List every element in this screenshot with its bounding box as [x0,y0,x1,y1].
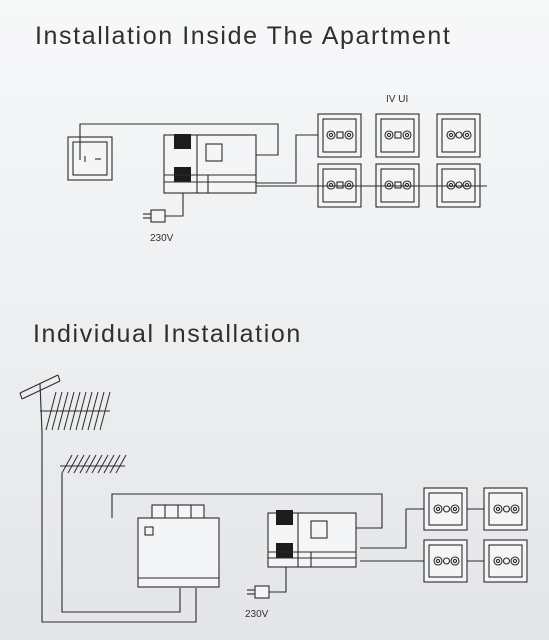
tv-socket-icon [483,487,528,531]
outlet-wire [79,123,279,160]
power-plug-icon [143,209,166,223]
socket-feed-wire [256,134,318,184]
tv-socket-icon [423,539,468,583]
power-plug-icon [247,585,270,599]
antenna-icon [19,374,111,433]
tv-socket-icon [375,113,420,158]
wall-outlet-icon [67,136,113,181]
socket-type-label: IV UI [386,94,408,105]
distribution-box-icon [267,510,357,568]
supply-wire [111,493,383,529]
power-wire [165,193,184,217]
socket-feed-wire-upper [360,508,425,549]
power-supply-icon [137,504,220,588]
antenna-icon [60,454,127,474]
apartment-title: Installation Inside The Apartment [35,22,452,50]
antenna-cable-2 [61,473,181,613]
tv-socket-icon [436,113,481,158]
antenna-cable-1 [41,432,197,623]
individual-title: Individual Installation [33,320,302,348]
distribution-box-icon [163,134,257,194]
voltage-label-bottom: 230V [245,609,269,620]
tv-socket-icon [317,113,362,158]
tv-socket-icon [483,539,528,583]
apartment-diagram: 230V IV UI [67,94,487,244]
power-wire-bottom [268,567,287,593]
individual-diagram: 230V [19,374,528,623]
voltage-label-top: 230V [150,233,174,244]
tv-socket-icon [423,487,468,531]
